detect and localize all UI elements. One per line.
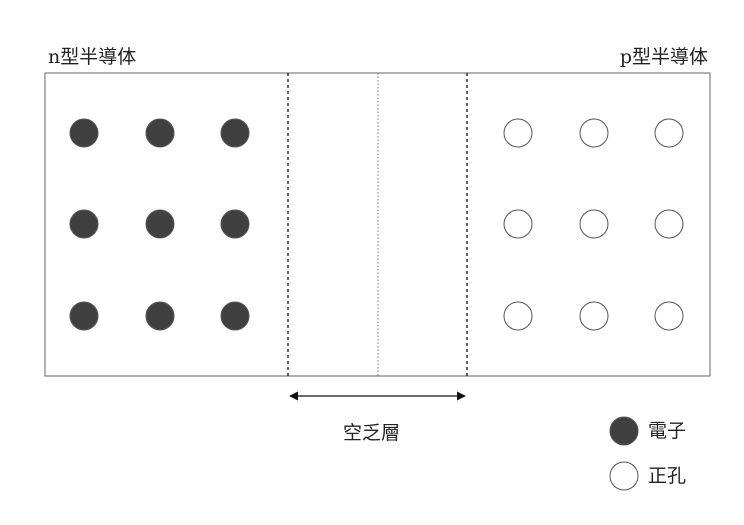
electron-dot — [69, 301, 99, 331]
hole-dot — [503, 209, 533, 239]
electron-dot — [69, 118, 99, 148]
hole-dot — [579, 118, 609, 148]
legend-electron-marker — [609, 416, 639, 446]
n-region-label: n型半導体 — [48, 46, 137, 68]
legend-hole-marker — [609, 461, 639, 491]
p-region-label: p型半導体 — [619, 46, 708, 68]
hole-dot — [503, 118, 533, 148]
hole-dot — [654, 118, 684, 148]
electron-dot — [145, 301, 175, 331]
depletion-layer-label: 空乏層 — [343, 422, 401, 444]
electron-dot — [145, 118, 175, 148]
electron-dot — [220, 301, 250, 331]
hole-dot — [654, 301, 684, 331]
electron-group — [69, 118, 250, 331]
hole-dot — [579, 301, 609, 331]
electron-dot — [145, 209, 175, 239]
hole-dot — [503, 301, 533, 331]
electron-dot — [220, 118, 250, 148]
electron-dot — [69, 209, 99, 239]
semiconductor-box — [44, 72, 711, 377]
legend-hole-label: 正孔 — [648, 465, 687, 487]
electron-dot — [220, 209, 250, 239]
legend-electron-label: 電子 — [648, 420, 687, 442]
hole-dot — [579, 209, 609, 239]
hole-group — [503, 118, 684, 331]
hole-dot — [654, 209, 684, 239]
